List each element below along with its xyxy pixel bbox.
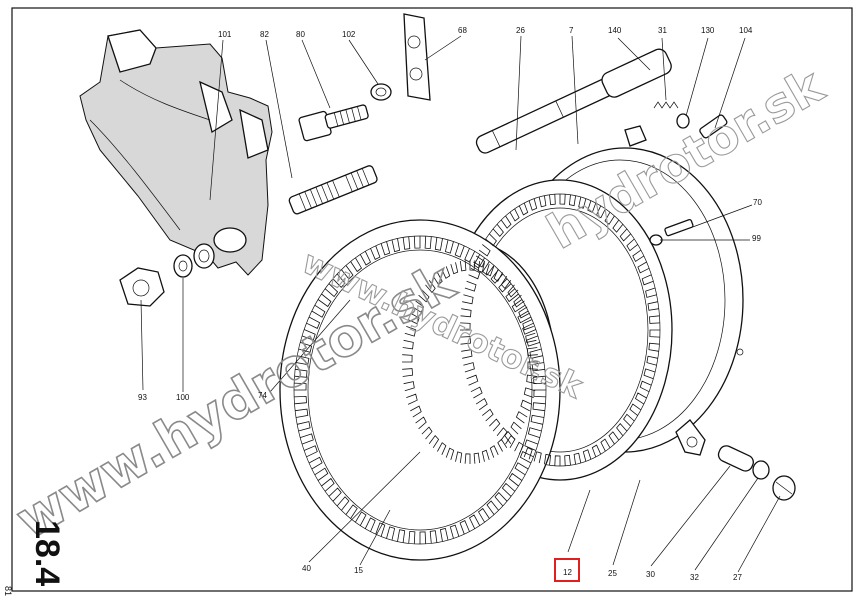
callout-40: 40 (302, 564, 311, 573)
callout-74: 74 (258, 391, 267, 400)
callout-82: 82 (260, 30, 269, 39)
callout-102: 102 (342, 30, 356, 39)
callout-140: 140 (608, 26, 622, 35)
parts-drawing (79, 13, 796, 561)
washer-102 (370, 83, 392, 101)
front-ring-15-teeth (294, 236, 546, 544)
callout-100: 100 (176, 393, 190, 402)
o-ring-130 (676, 113, 690, 129)
washer-32 (752, 460, 770, 480)
callout-25: 25 (608, 569, 617, 578)
callout-93: 93 (138, 393, 147, 402)
callout-104: 104 (739, 26, 753, 35)
callout-101: 101 (218, 30, 232, 39)
callout-26: 26 (516, 26, 525, 35)
callout-31: 31 (658, 26, 667, 35)
lock-plate-68 (403, 13, 431, 101)
pin-30 (717, 445, 754, 472)
page-number: 81 (3, 586, 13, 596)
spring-31 (653, 101, 679, 109)
callout-99: 99 (752, 234, 761, 243)
screw-104 (699, 114, 728, 139)
bolt-80 (298, 104, 369, 142)
shift-shaft-26 (475, 48, 672, 154)
mounting-bracket (79, 29, 273, 276)
page-frame (11, 7, 853, 592)
callout-80: 80 (296, 30, 305, 39)
figure-number: 18.4 (28, 520, 66, 586)
callout-30: 30 (646, 570, 655, 579)
callout-12: 12 (563, 568, 572, 577)
stud-82 (288, 165, 378, 215)
callout-15: 15 (354, 566, 363, 575)
leader-lines (140, 35, 781, 573)
screw-plug-27 (772, 475, 796, 501)
callout-70: 70 (753, 198, 762, 207)
callout-27: 27 (733, 573, 742, 582)
nut-93 (119, 267, 165, 307)
callout-32: 32 (690, 573, 699, 582)
highlight-box-12 (554, 558, 580, 582)
bolt-70 (664, 219, 694, 237)
callout-68: 68 (458, 26, 467, 35)
callout-130: 130 (701, 26, 715, 35)
washers-100 (173, 243, 215, 278)
callout-labels: 101 82 80 102 68 26 7 140 31 130 104 70 … (138, 26, 762, 582)
callout-7: 7 (569, 26, 574, 35)
